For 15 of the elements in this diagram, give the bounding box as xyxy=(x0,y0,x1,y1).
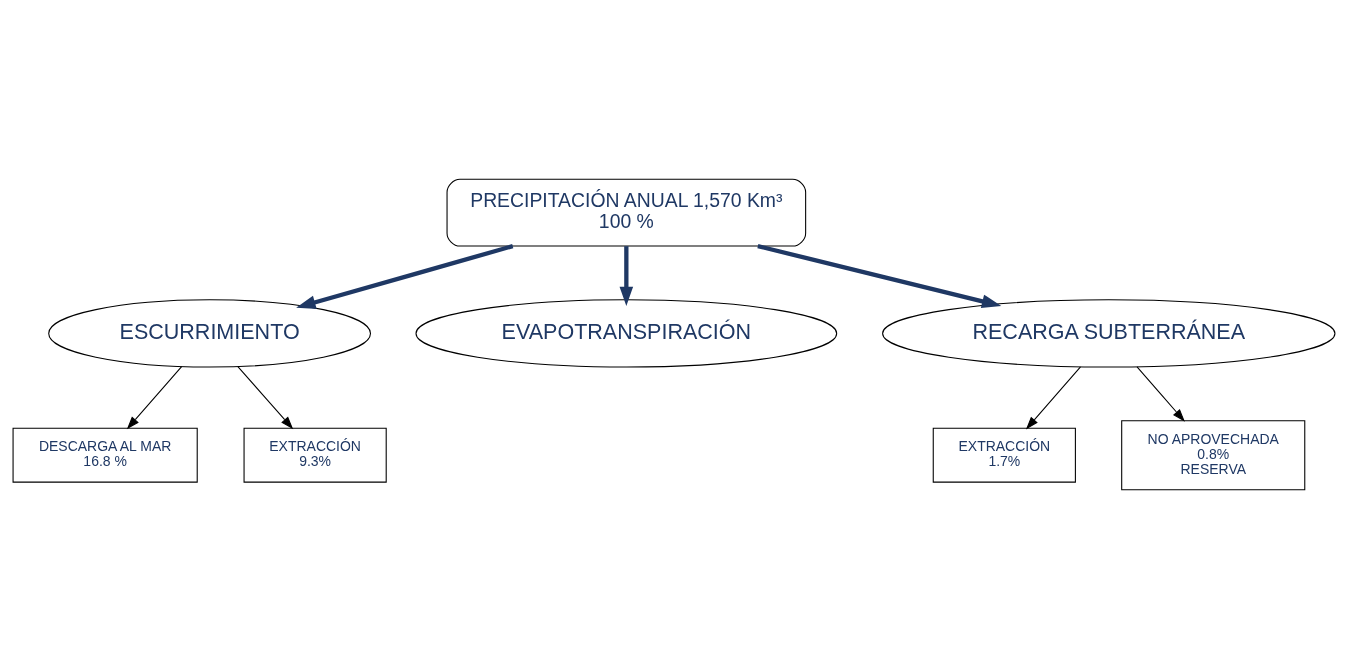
node-ellipse: RECARGA SUBTERRÁNEA xyxy=(882,298,1336,368)
node-box: PRECIPITACIÓN ANUAL 1,570 Km³ 100 % xyxy=(446,178,807,247)
node-ellipse: ESCURRIMIENTO xyxy=(48,298,372,368)
node-box: NO APROVECHADA 0.8% RESERVA xyxy=(1121,419,1306,490)
arrow xyxy=(1025,365,1082,429)
node-box: EXTRACCIÓN 9.3% xyxy=(243,427,387,483)
node-ellipse: EVAPOTRANSPIRACIÓN xyxy=(415,298,838,368)
arrow xyxy=(237,365,294,429)
arrow xyxy=(757,243,1002,308)
arrow xyxy=(1136,365,1185,422)
arrow xyxy=(126,365,183,429)
arrow xyxy=(296,243,514,309)
node-box: EXTRACCIÓN 1.7% xyxy=(932,427,1076,483)
node-box: DESCARGA AL MAR 16.8 % xyxy=(12,427,198,483)
arrow xyxy=(619,245,634,306)
